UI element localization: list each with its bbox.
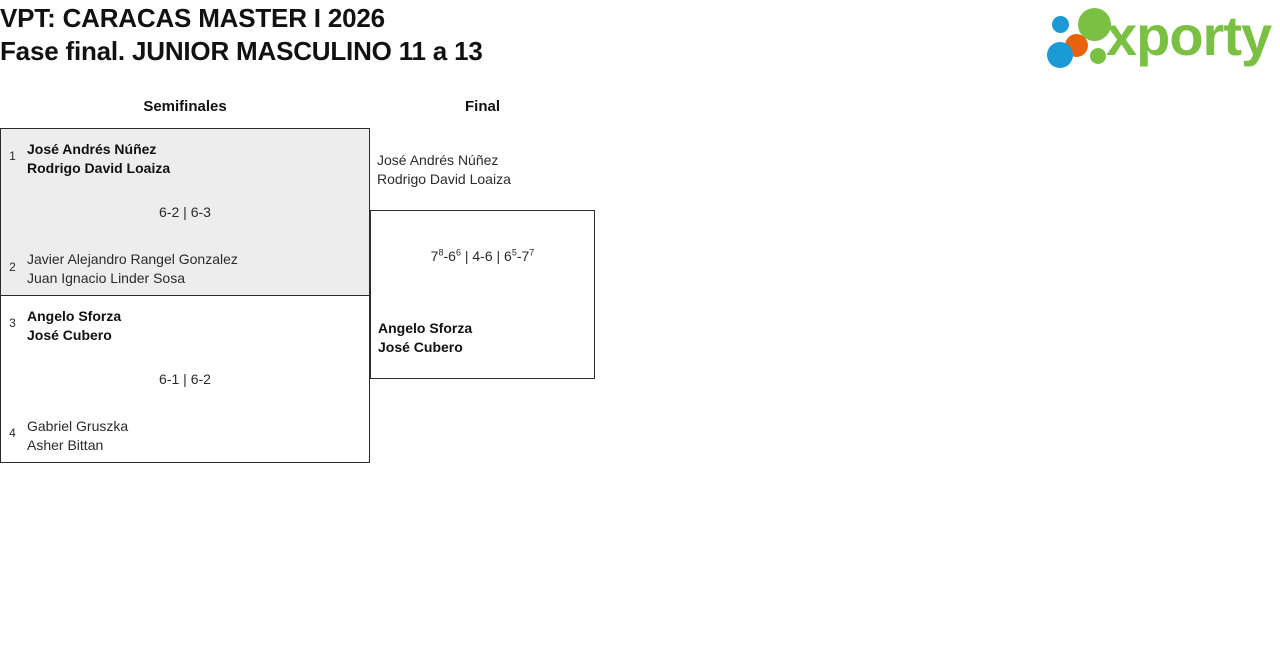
seed-number-bottom: 2 (9, 260, 16, 274)
final-score-set1-b: -6 (443, 248, 456, 264)
seed-number-top: 3 (9, 316, 16, 330)
tournament-title-line-1: VPT: CARACAS MASTER I 2026 (0, 3, 385, 33)
match-semifinal-1[interactable]: 1 José Andrés Núñez Rodrigo David Loaiza… (0, 128, 370, 296)
team-top-player-2: Rodrigo David Loaiza (27, 160, 171, 176)
team-bottom-player-1: Javier Alejandro Rangel Gonzalez (27, 251, 238, 267)
team-bottom-player-2: Asher Bittan (27, 437, 104, 453)
logo-dot-blue-large (1047, 42, 1073, 68)
team-top-player-2: José Cubero (27, 327, 112, 343)
logo-dots-icon (1046, 6, 1111, 68)
page-title: VPT: CARACAS MASTER I 2026 Fase final. J… (0, 2, 483, 68)
page-header: VPT: CARACAS MASTER I 2026 Fase final. J… (0, 0, 1280, 80)
team-bottom[interactable]: Gabriel Gruszka Asher Bittan (27, 417, 128, 455)
match-score: 6-1 | 6-2 (159, 371, 211, 387)
team-top-player-1: José Andrés Núñez (27, 141, 157, 157)
final-team-top-player-2: Rodrigo David Loaiza (377, 171, 511, 187)
final-score-set3-b-tiebreak: 7 (529, 247, 535, 258)
logo-wordmark: xporty (1106, 4, 1272, 67)
round-heading-final: Final (464, 98, 500, 115)
final-score-set1-a-tiebreak: 8 (438, 247, 444, 258)
team-top[interactable]: Angelo Sforza José Cubero (27, 307, 121, 345)
seed-number-top: 1 (9, 149, 16, 163)
final-team-top[interactable]: José Andrés Núñez Rodrigo David Loaiza (377, 151, 511, 189)
team-bottom[interactable]: Javier Alejandro Rangel Gonzalez Juan Ig… (27, 250, 238, 288)
team-top-player-1: Angelo Sforza (27, 308, 122, 324)
team-bottom-player-2: Juan Ignacio Linder Sosa (27, 270, 185, 286)
final-team-bottom[interactable]: Angelo Sforza José Cubero (378, 319, 472, 357)
team-top[interactable]: José Andrés Núñez Rodrigo David Loaiza (27, 140, 170, 178)
final-score-set1-a: 7 (430, 248, 439, 264)
final-score-set3-a: 6 (504, 248, 512, 264)
final-score-set3-b: -7 (516, 248, 530, 264)
final-score-set1-b-tiebreak: 6 (455, 247, 461, 258)
final-match-score: 78-66 | 4-6 | 65-77 (371, 248, 594, 264)
logo-dot-blue-small (1052, 16, 1069, 33)
match-score: 6-2 | 6-3 (159, 204, 211, 220)
seed-number-bottom: 4 (9, 426, 16, 440)
team-bottom-player-1: Gabriel Gruszka (27, 418, 129, 434)
match-final[interactable]: 78-66 | 4-6 | 65-77 Angelo Sforza José C… (370, 210, 595, 379)
final-team-top-player-1: José Andrés Núñez (377, 152, 499, 168)
tournament-title-line-2: Fase final. JUNIOR MASCULINO 11 a 13 (0, 36, 483, 66)
final-team-bottom-player-1: Angelo Sforza (378, 320, 473, 336)
round-heading-semifinals: Semifinales (143, 98, 227, 115)
logo-dot-green-small (1090, 48, 1106, 64)
match-semifinal-2[interactable]: 3 Angelo Sforza José Cubero 6-1 | 6-2 4 … (0, 296, 370, 463)
xporty-logo[interactable]: xporty (1042, 4, 1274, 70)
final-score-set2: | 4-6 | (460, 248, 505, 264)
final-team-bottom-player-2: José Cubero (378, 339, 463, 355)
final-score-set3-a-tiebreak: 5 (511, 247, 517, 258)
